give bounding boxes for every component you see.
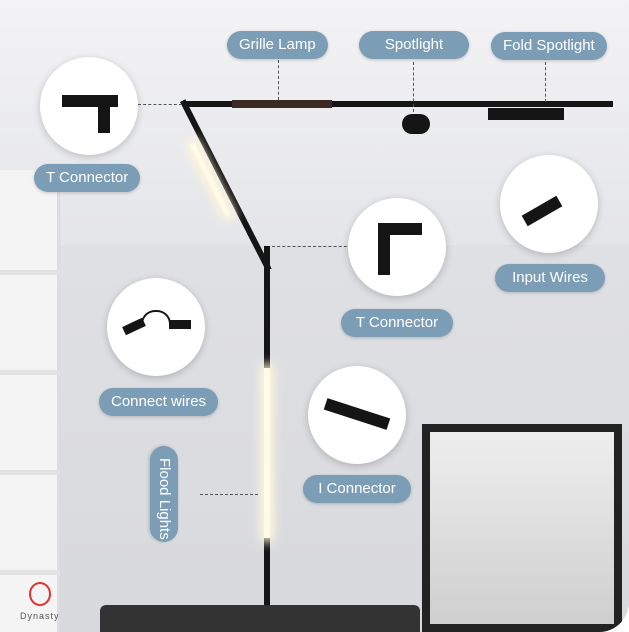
leader-line	[413, 62, 414, 112]
brand-logo: Dynasty	[20, 582, 60, 624]
seal-icon	[28, 582, 51, 606]
leader-line	[278, 60, 279, 100]
connect-wires-image	[107, 278, 205, 376]
label-i-connector: I Connector	[303, 475, 411, 503]
leader-line	[545, 62, 546, 102]
label-input-wires: Input Wires	[495, 264, 605, 292]
brand-name: Dynasty	[20, 611, 60, 621]
t-connector-top-image	[40, 57, 138, 155]
ceiling-track	[183, 101, 613, 107]
label-flood-lights: Flood Lights	[150, 446, 178, 542]
t-connector-mid-image	[348, 198, 446, 296]
label-connect-wires: Connect wires	[99, 388, 219, 416]
label-grille-lamp: Grille Lamp	[227, 31, 328, 59]
bookshelf	[0, 170, 60, 632]
input-wires-image	[500, 155, 598, 253]
label-t-connector-mid: T Connector	[341, 309, 453, 337]
i-connector-image	[308, 366, 406, 464]
leader-line	[200, 494, 258, 495]
leader-line	[272, 246, 352, 247]
grille-lamp	[232, 100, 332, 108]
spotlight-fixture	[402, 114, 430, 134]
fold-spotlight-fixture	[488, 108, 564, 120]
flood-light	[264, 368, 270, 538]
sofa	[100, 605, 420, 632]
leader-line	[138, 104, 182, 105]
label-fold-spotlight: Fold Spotlight	[491, 32, 607, 60]
wall-picture	[422, 424, 622, 632]
label-t-connector-top: T Connector	[34, 164, 141, 192]
label-spotlight: Spotlight	[359, 31, 469, 59]
